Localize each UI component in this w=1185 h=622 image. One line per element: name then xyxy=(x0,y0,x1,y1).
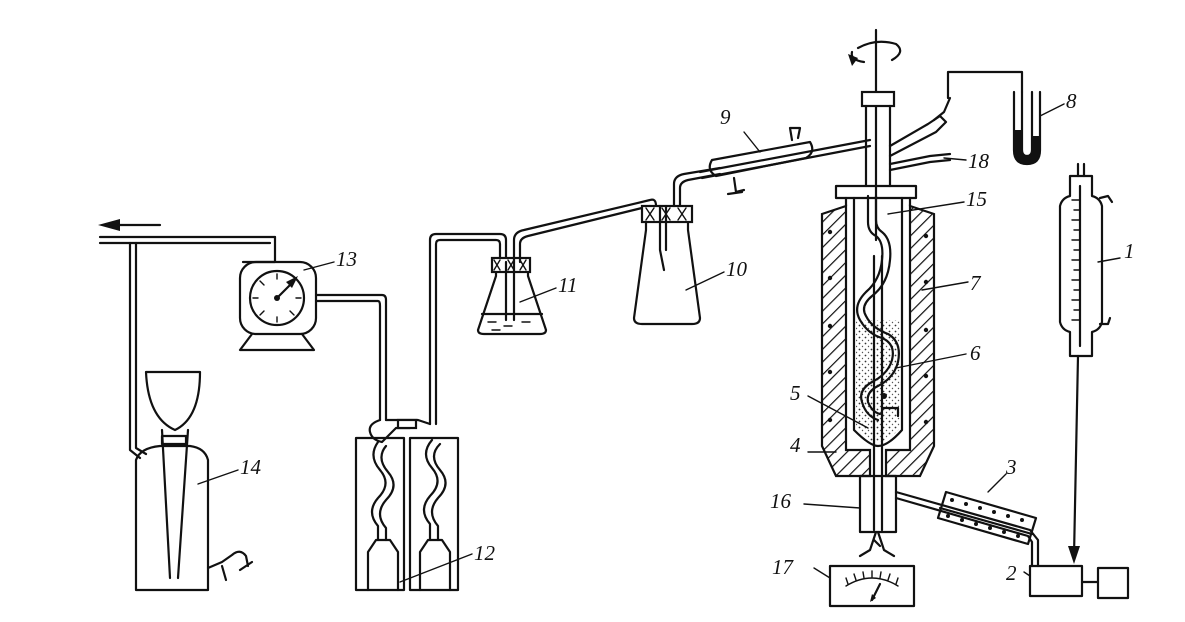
regulator xyxy=(1028,564,1130,600)
exhaust-outlet xyxy=(98,219,277,460)
collection-flask xyxy=(632,166,722,326)
label-15: 15 xyxy=(966,187,987,211)
label-1: 1 xyxy=(1124,239,1135,263)
component-labels: 1 2 3 4 5 6 7 8 9 10 11 12 13 14 15 16 1… xyxy=(240,89,1135,585)
manometer xyxy=(946,70,1042,166)
absorption-flask xyxy=(476,198,658,336)
label-17: 17 xyxy=(772,555,795,579)
label-5: 5 xyxy=(790,381,801,405)
galvanometer xyxy=(828,530,916,608)
reactor-neck xyxy=(834,90,952,200)
aspirator-bottle xyxy=(134,370,254,592)
label-9: 9 xyxy=(720,105,731,129)
leader-lines xyxy=(197,103,1121,583)
label-18: 18 xyxy=(968,149,990,173)
label-10: 10 xyxy=(726,257,748,281)
label-3: 3 xyxy=(1005,455,1017,479)
stirrer xyxy=(848,28,902,242)
label-6: 6 xyxy=(970,341,981,365)
label-7: 7 xyxy=(970,271,982,295)
label-13: 13 xyxy=(336,247,357,271)
label-14: 14 xyxy=(240,455,262,479)
label-12: 12 xyxy=(474,541,496,565)
bubbler-pair xyxy=(354,232,508,592)
label-11: 11 xyxy=(558,273,577,297)
reactor xyxy=(820,194,936,534)
gas-meter xyxy=(238,260,318,352)
contact-thermometer xyxy=(1058,162,1114,564)
label-16: 16 xyxy=(770,489,792,513)
label-4: 4 xyxy=(790,433,801,457)
label-8: 8 xyxy=(1066,89,1077,113)
heater xyxy=(894,490,1040,568)
label-2: 2 xyxy=(1006,561,1017,585)
condenser xyxy=(698,126,872,196)
